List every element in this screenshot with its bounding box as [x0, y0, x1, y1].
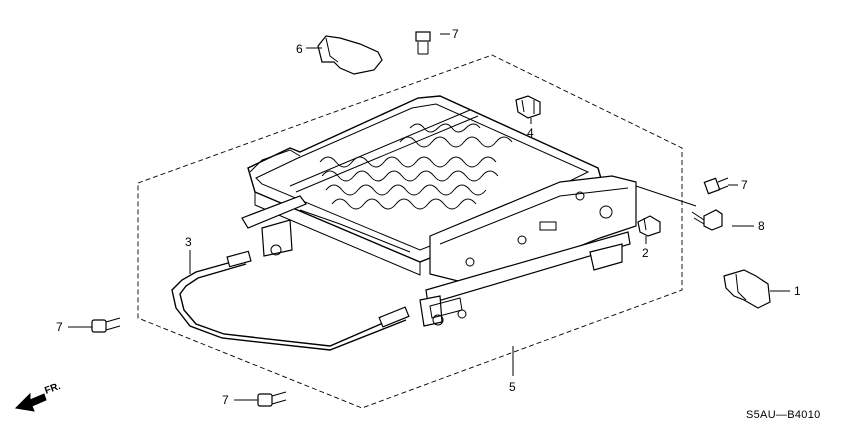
callout-1: 1 — [794, 284, 801, 298]
callout-3: 3 — [185, 235, 192, 249]
part-7-bolt-bottom — [257, 391, 287, 407]
part-4-clip — [515, 95, 541, 119]
seat-frame-assembly — [241, 95, 637, 327]
diagram-code: S5AU—B4010 — [746, 409, 821, 421]
callout-7-right: 7 — [741, 178, 748, 192]
part-1-cover — [723, 269, 771, 309]
callout-4: 4 — [527, 126, 534, 140]
callout-7-bottom: 7 — [222, 393, 229, 407]
leader-lines — [68, 33, 790, 401]
part-8-bolt — [691, 209, 723, 231]
callout-7-left: 7 — [56, 320, 63, 334]
part-2-clip — [637, 215, 661, 237]
part-7-bolt-left — [91, 317, 121, 333]
callout-2: 2 — [642, 246, 649, 260]
part-3-wire-rod — [171, 250, 410, 351]
callout-8: 8 — [758, 219, 765, 233]
part-6-trim-cover — [317, 35, 383, 75]
callout-7-top: 7 — [452, 27, 459, 41]
callout-5: 5 — [509, 380, 516, 394]
direction-label: FR. — [43, 381, 62, 397]
front-direction-arrow-icon — [14, 392, 47, 412]
assembly-boundary — [137, 54, 683, 409]
part-7-bolt-right — [703, 177, 729, 195]
part-7-bolt-top — [415, 31, 431, 55]
callout-6: 6 — [296, 42, 303, 56]
